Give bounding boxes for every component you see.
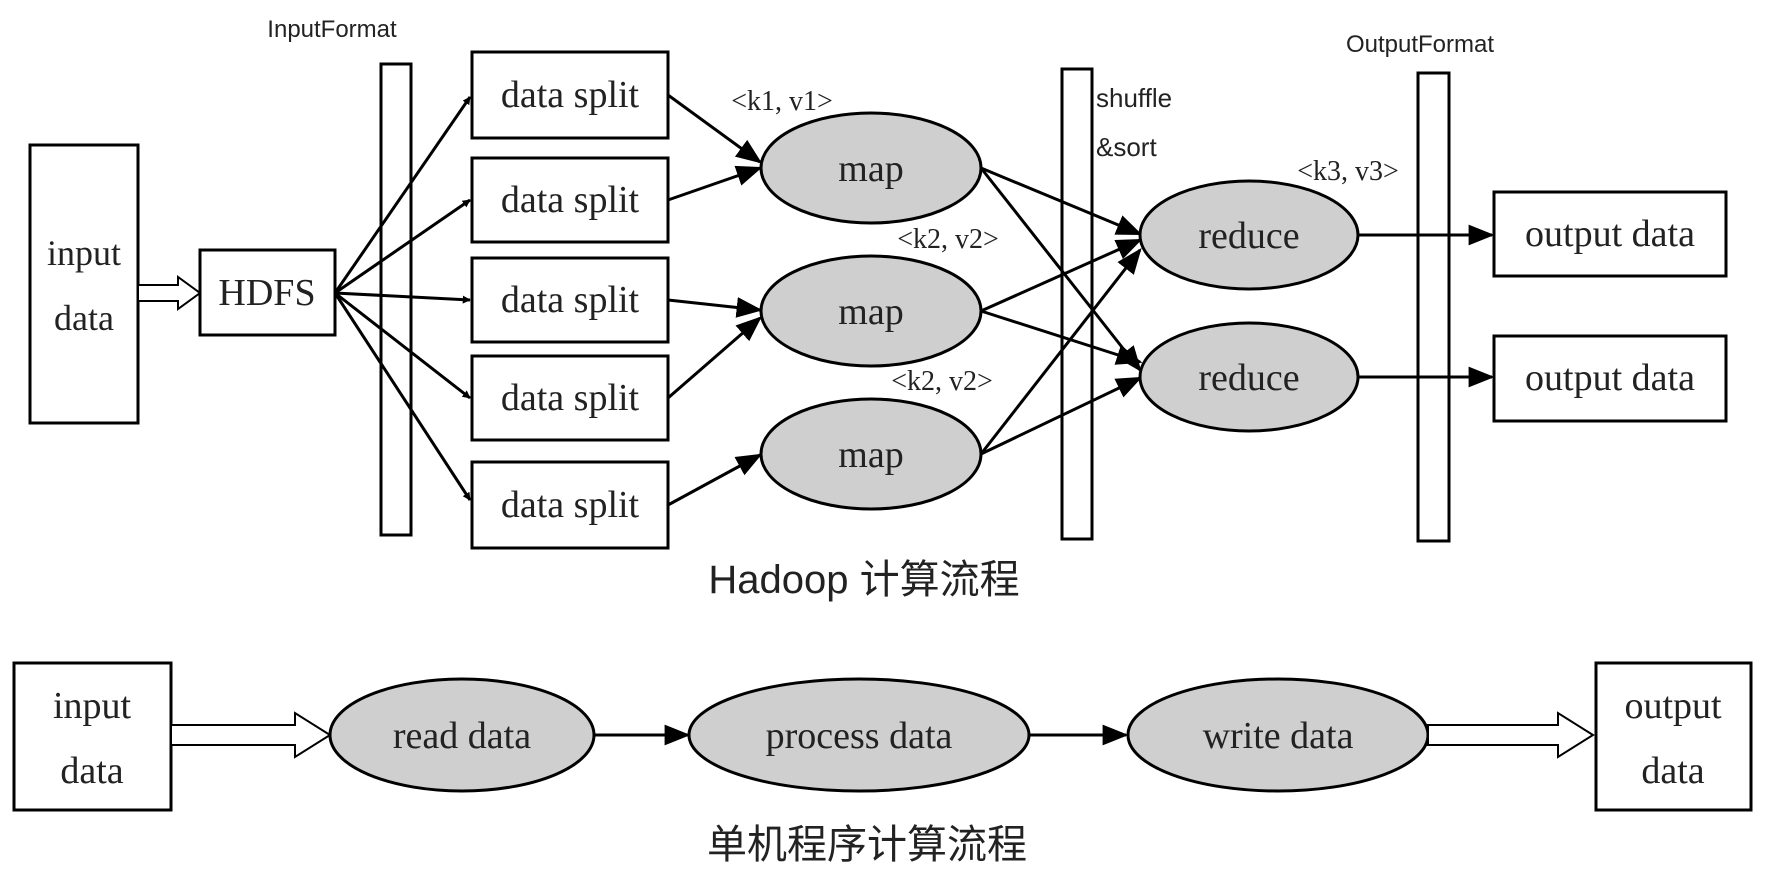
arrow-map2-reduce2 [980, 309, 1143, 365]
arrow-split5-map3 [667, 453, 763, 507]
data-split-box-3: data split [470, 256, 670, 344]
hdfs-to-split-arrows [333, 96, 472, 501]
map-node-3: map [759, 397, 983, 511]
map-to-reduce-arrows [979, 166, 1143, 456]
arrow-map2-reduce1 [980, 238, 1143, 313]
map-label-2: map [838, 291, 903, 333]
data-split-box-5: data split [470, 460, 670, 550]
reduce-node-2: reduce [1138, 321, 1360, 433]
output-data-box-1: output data [1492, 190, 1728, 278]
hadoop-caption: Hadoop 计算流程 [708, 558, 1019, 602]
data-split-label-3: data split [501, 279, 640, 321]
write-data-label: write data [1203, 715, 1354, 757]
input-format-bar [379, 62, 413, 537]
data-split-label-5: data split [501, 484, 640, 526]
arrow-split1-map1 [667, 93, 763, 164]
kv-label-k3v3: <k3, v3> [1297, 156, 1399, 187]
write-data-node: write data [1126, 677, 1430, 793]
single-input-label-line2: data [60, 750, 123, 792]
hadoop-input-label-line1: input [47, 233, 121, 273]
map-label-3: map [838, 434, 903, 476]
kv-label-k2v2-a: <k2, v2> [897, 224, 999, 255]
shuffle-label: shuffle [1096, 83, 1172, 113]
map-node-1: map [759, 111, 983, 225]
output-data-label-1: output data [1525, 213, 1695, 255]
hdfs-label: HDFS [218, 272, 315, 314]
kv-label-k1v1: <k1, v1> [731, 86, 833, 117]
arrow-map3-reduce2 [980, 376, 1143, 456]
input-format-label: InputFormat [267, 16, 397, 43]
hdfs-box: HDFS [198, 248, 337, 337]
arrow-hdfs-split-3 [334, 291, 471, 304]
arrow-map3-reduce1 [979, 247, 1142, 455]
output-format-bar [1416, 71, 1451, 543]
data-split-label-4: data split [501, 377, 640, 419]
hadoop-input-label-line2: data [54, 298, 114, 338]
single-caption: 单机程序计算流程 [707, 823, 1027, 867]
kv-label-k2v2-b: <k2, v2> [891, 366, 993, 397]
single-machine-flow: input data read data process data write … [12, 661, 1753, 867]
arrow-split3-map2 [667, 297, 763, 318]
map-label-1: map [838, 148, 903, 190]
single-input-hollow-arrow [170, 711, 332, 759]
data-split-label-1: data split [501, 74, 640, 116]
reduce-label-1: reduce [1198, 215, 1299, 257]
hadoop-flow: input data HDFS InputFormat data split [28, 16, 1728, 602]
process-data-label: process data [766, 715, 953, 757]
map-node-2: map [759, 254, 983, 368]
arrow-hdfs-split-2 [334, 198, 471, 295]
single-input-data-box: input data [12, 661, 173, 812]
reduce-node-1: reduce [1138, 179, 1360, 291]
arrow-map1-reduce1 [980, 166, 1143, 236]
hadoop-input-data-box: input data [28, 143, 140, 425]
single-output-hollow-arrow [1427, 711, 1595, 759]
single-output-label-line2: data [1641, 750, 1704, 792]
data-split-box-2: data split [470, 156, 670, 244]
output-data-label-2: output data [1525, 357, 1695, 399]
sort-label: &sort [1096, 132, 1157, 162]
single-input-label-line1: input [53, 685, 132, 727]
arrow-hdfs-split-4 [334, 291, 471, 400]
data-split-box-4: data split [470, 354, 670, 442]
arrow-split4-map2 [667, 316, 762, 400]
split-to-map-arrows [667, 93, 763, 507]
arrow-hdfs-split-5 [333, 292, 472, 501]
arrow-map1-reduce2 [979, 167, 1142, 373]
single-output-data-box: output data [1594, 661, 1753, 812]
hadoop-input-hollow-arrow [137, 275, 202, 311]
process-data-node: process data [687, 677, 1031, 793]
arrow-split2-map1 [667, 165, 763, 202]
data-split-label-2: data split [501, 179, 640, 221]
output-data-box-2: output data [1492, 334, 1728, 423]
single-output-label-line1: output [1624, 685, 1722, 727]
data-split-box-1: data split [470, 50, 670, 140]
read-data-node: read data [328, 677, 596, 793]
arrow-hdfs-split-1 [333, 96, 472, 294]
output-format-label: OutputFormat [1346, 31, 1494, 58]
read-data-label: read data [393, 715, 531, 757]
reduce-label-2: reduce [1198, 357, 1299, 399]
